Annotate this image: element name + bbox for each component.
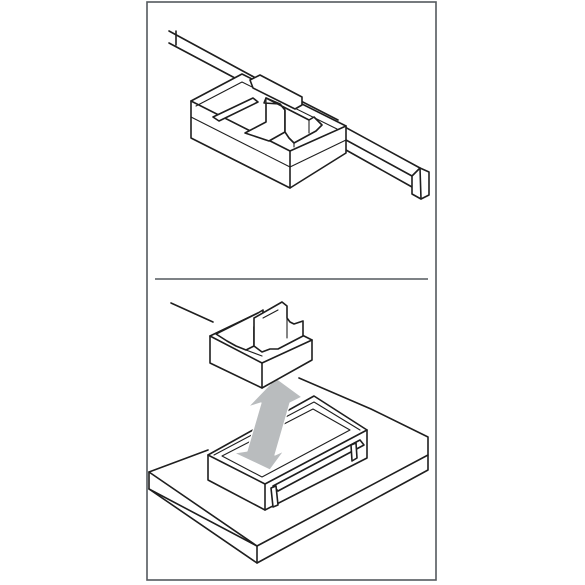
arrow-shape xyxy=(233,377,303,471)
panel-frame xyxy=(146,1,437,581)
lifted-insert xyxy=(209,301,313,389)
divided-tray xyxy=(190,73,347,189)
bottom-panel xyxy=(148,301,429,564)
base-tray xyxy=(207,395,368,511)
top-panel xyxy=(168,30,430,200)
up-down-arrow xyxy=(233,377,303,471)
